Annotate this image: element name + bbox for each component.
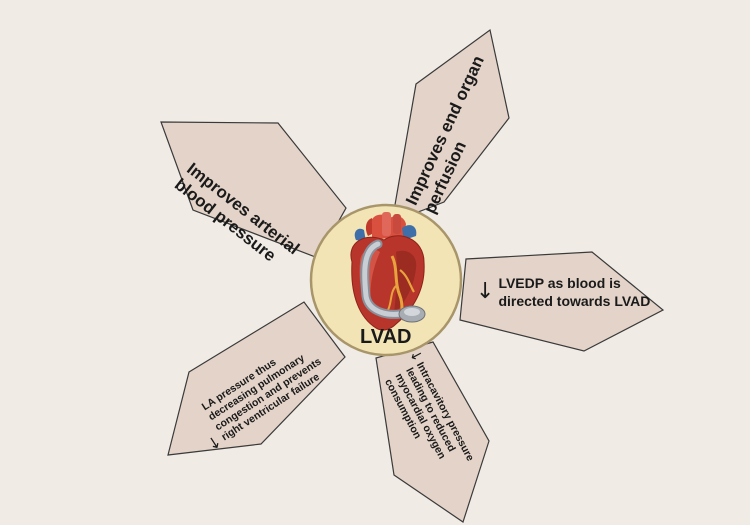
petal-lvedp [459,251,665,352]
petal-la [167,301,346,456]
label-lvedp-line2: directed towards LVAD [498,293,651,309]
label-lvedp: ↓ LVEDP as blood is directed towards LVA… [476,274,650,310]
petal-organ [391,28,510,223]
heart-icon [350,212,426,331]
center-label: LVAD [360,326,412,348]
label-lvedp-line1: LVEDP as blood is [498,275,621,291]
arrow-down-icon: ↓ [476,279,495,304]
